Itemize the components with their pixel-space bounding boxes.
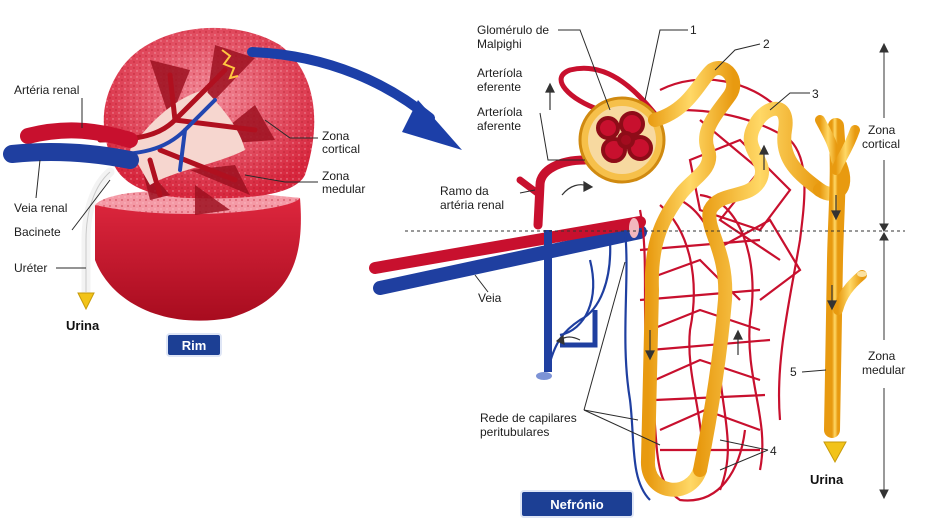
urine-arrow-kidney [77, 292, 95, 311]
label-arteriola-eferente-1: Arteríola [477, 66, 523, 80]
zone-brackets [879, 42, 889, 500]
loop-descending [641, 61, 741, 497]
caption-rim: Rim [166, 333, 222, 357]
label-number-4: 4 [770, 444, 777, 458]
kidney-illustration [3, 27, 318, 321]
collecting-duct [815, 115, 867, 464]
label-rede-capilares-2: peritubulares [480, 425, 549, 439]
label-ramo-arteria-2: artéria renal [440, 198, 504, 212]
label-zona-medular-nephron-2: medular [862, 363, 905, 377]
caption-nefronio-text: Nefrónio [550, 497, 604, 512]
nephron-leader-lines [474, 29, 827, 471]
label-glomerulo-1: Glomérulo de [477, 23, 549, 37]
efferent-arteriole [558, 65, 662, 122]
renal-vein [3, 143, 139, 169]
artery-branch [533, 155, 590, 230]
label-rede-capilares-1: Rede de capilares [480, 411, 577, 425]
renal-artery [20, 122, 138, 148]
label-arteriola-aferente-2: aferente [477, 119, 521, 133]
label-bacinete: Bacinete [14, 225, 61, 239]
label-zona-cortical-nephron-2: cortical [862, 137, 900, 151]
caption-rim-text: Rim [182, 338, 207, 353]
label-number-2: 2 [763, 37, 770, 51]
urine-arrow-nephron [823, 441, 847, 464]
label-arteria-renal: Artéria renal [14, 83, 79, 97]
nephron-artery [369, 216, 646, 274]
label-zona-cortical-nephron-1: Zona [868, 123, 896, 137]
zoom-arrow [247, 47, 462, 150]
label-zona-cortical-kidney-2: cortical [322, 142, 360, 156]
label-veia: Veia [478, 291, 502, 305]
label-zona-cortical-kidney-1: Zona [322, 129, 350, 143]
flow-arrows [545, 82, 841, 361]
label-zona-medular-nephron-1: Zona [868, 349, 896, 363]
nephron-vein [373, 225, 647, 295]
renal-tubule [641, 61, 851, 497]
label-urina-kidney: Urina [66, 318, 100, 333]
label-number-5: 5 [790, 365, 797, 379]
kidney-nephron-detail [221, 49, 239, 80]
label-number-1: 1 [690, 23, 697, 37]
label-zona-medular-kidney-1: Zona [322, 169, 350, 183]
label-ramo-arteria-1: Ramo da [440, 184, 489, 198]
label-zona-medular-kidney-2: medular [322, 182, 365, 196]
label-arteriola-eferente-2: eferente [477, 80, 521, 94]
caption-nefronio: Nefrónio [520, 490, 634, 518]
label-urina-nephron: Urina [810, 472, 844, 487]
renal-pelvis [130, 90, 245, 185]
loop-ascending [693, 101, 827, 477]
label-arteriola-aferente-1: Arteríola [477, 105, 523, 119]
glomerulus [596, 111, 653, 163]
kidney-leader-lines [35, 98, 318, 269]
label-number-3: 3 [812, 87, 819, 101]
kidney-lower-half [95, 192, 301, 321]
venous-capillaries [546, 229, 651, 501]
label-glomerulo-2: Malpighi [477, 37, 522, 51]
label-veia-renal: Veia renal [14, 201, 67, 215]
label-ureter: Uréter [14, 261, 47, 275]
nephron-illustration [369, 29, 905, 502]
